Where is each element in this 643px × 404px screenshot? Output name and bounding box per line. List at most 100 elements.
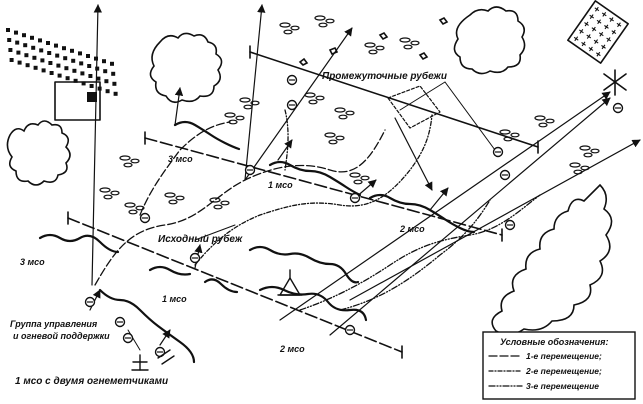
squad-position-icon bbox=[114, 316, 126, 328]
field-dot bbox=[54, 43, 58, 48]
shrub-icon bbox=[364, 42, 385, 55]
squad-position-icon bbox=[286, 99, 298, 111]
field-dot bbox=[111, 71, 116, 76]
intermediate-line-2 bbox=[249, 45, 539, 154]
squad-3-left-label: 3 мсо bbox=[20, 257, 45, 267]
flamethrower-icon bbox=[131, 349, 175, 371]
mine-cross-icon bbox=[586, 34, 592, 39]
field-dot bbox=[55, 53, 60, 58]
forest-top-right-icon bbox=[453, 6, 526, 75]
squad-with-flamers-label: 1 мсо с двумя огнеметчиками bbox=[15, 376, 168, 387]
squad-position-icon bbox=[84, 296, 96, 308]
field-dot bbox=[16, 50, 21, 55]
legend-item: 3-е перемещение bbox=[488, 381, 599, 391]
field-dot bbox=[40, 58, 45, 63]
squad-position-icon bbox=[286, 74, 298, 86]
mine-cross-icon bbox=[604, 24, 609, 30]
mine-cross-icon bbox=[609, 17, 614, 22]
shrub-icon bbox=[164, 192, 185, 205]
shrub-icon bbox=[99, 187, 120, 200]
field-dot bbox=[46, 41, 50, 45]
field-dot bbox=[30, 35, 34, 40]
intermediate-line-1 bbox=[144, 131, 503, 242]
field-dot bbox=[24, 53, 29, 58]
field-dot bbox=[39, 48, 44, 53]
mine-cross-icon bbox=[596, 19, 602, 25]
mine-cross-icon bbox=[579, 28, 584, 34]
field-dot bbox=[32, 55, 37, 60]
field-dot bbox=[110, 61, 114, 66]
field-dot bbox=[9, 58, 14, 62]
field-dot bbox=[105, 89, 110, 94]
observation-post-icon bbox=[277, 269, 303, 296]
shrub-icon bbox=[124, 202, 145, 215]
squad-3-upper-label: 3 мсо bbox=[168, 154, 193, 164]
mine-cross-icon bbox=[594, 6, 600, 12]
objective-outline bbox=[387, 85, 441, 129]
mine-cross-icon bbox=[581, 41, 586, 47]
squad-position-icon bbox=[122, 332, 134, 344]
squad-1-start-position bbox=[148, 265, 239, 294]
shrub-icon bbox=[334, 107, 355, 120]
squad-3-start-position bbox=[38, 233, 120, 254]
field-dot bbox=[25, 63, 30, 68]
field-dot bbox=[49, 71, 54, 75]
field-dot bbox=[38, 38, 42, 43]
field-dot bbox=[48, 61, 53, 65]
route-squad-3 bbox=[94, 129, 386, 286]
field-dot bbox=[62, 46, 66, 51]
mine-cross-icon bbox=[589, 14, 595, 19]
legend-item-label: 1-е перемещение; bbox=[526, 351, 602, 361]
field-dot bbox=[31, 45, 36, 50]
field-dot bbox=[47, 51, 52, 55]
field-dot bbox=[96, 76, 101, 81]
shrub-icon bbox=[209, 197, 230, 210]
squad-position-icon bbox=[499, 169, 511, 181]
shrub-icon bbox=[579, 145, 600, 158]
intermediate-lines-label: Промежуточные рубежи bbox=[322, 70, 447, 82]
mine-cross-icon bbox=[593, 39, 599, 45]
scattered-bushes-icon bbox=[298, 16, 449, 66]
legend: Условные обозначения: 1-е перемещение; 2… bbox=[482, 331, 636, 400]
field-dot bbox=[78, 51, 82, 56]
building-icon bbox=[54, 81, 101, 121]
field-dot bbox=[79, 61, 84, 66]
field-dot bbox=[23, 43, 28, 48]
mine-cross-icon bbox=[606, 37, 612, 42]
squad-2-start-position bbox=[98, 288, 196, 364]
field-dot bbox=[6, 28, 10, 32]
field-dot bbox=[14, 30, 18, 35]
field-dot bbox=[103, 69, 108, 74]
field-dot bbox=[22, 33, 26, 38]
fire-direction-arrows bbox=[89, 4, 641, 346]
field-dot bbox=[63, 56, 68, 61]
squad-1-first-line-position bbox=[268, 160, 362, 197]
field-dot bbox=[87, 64, 92, 68]
field-dot bbox=[71, 58, 76, 63]
field-dot bbox=[102, 59, 106, 64]
field-dot bbox=[64, 66, 69, 71]
shrub-icon bbox=[324, 132, 345, 145]
squad-position-icon bbox=[344, 324, 356, 336]
field-dot bbox=[17, 60, 22, 65]
squad-position-icon bbox=[189, 252, 201, 264]
forest-right-icon bbox=[491, 183, 613, 336]
shrub-icon bbox=[239, 97, 260, 110]
control-group-label-line2: и огневой поддержки bbox=[13, 331, 110, 341]
legend-item: 2-е перемещение; bbox=[488, 366, 602, 376]
field-dot bbox=[89, 84, 94, 88]
shrub-groups bbox=[99, 15, 600, 215]
squad-1-upper-label: 1 мсо bbox=[268, 180, 293, 190]
mine-cross-icon bbox=[601, 12, 607, 17]
field-dot bbox=[8, 48, 13, 52]
squad-positions bbox=[38, 120, 476, 364]
field-dot bbox=[65, 76, 70, 81]
squad-2-lower-label: 2 мсо bbox=[279, 344, 305, 354]
legend-title: Условные обозначения: bbox=[500, 337, 608, 347]
movement-routes bbox=[94, 109, 541, 311]
squad-position-icon bbox=[244, 164, 256, 176]
squad-position-icon bbox=[349, 192, 361, 204]
shrub-icon bbox=[119, 155, 140, 168]
shrub-icon bbox=[314, 15, 335, 28]
